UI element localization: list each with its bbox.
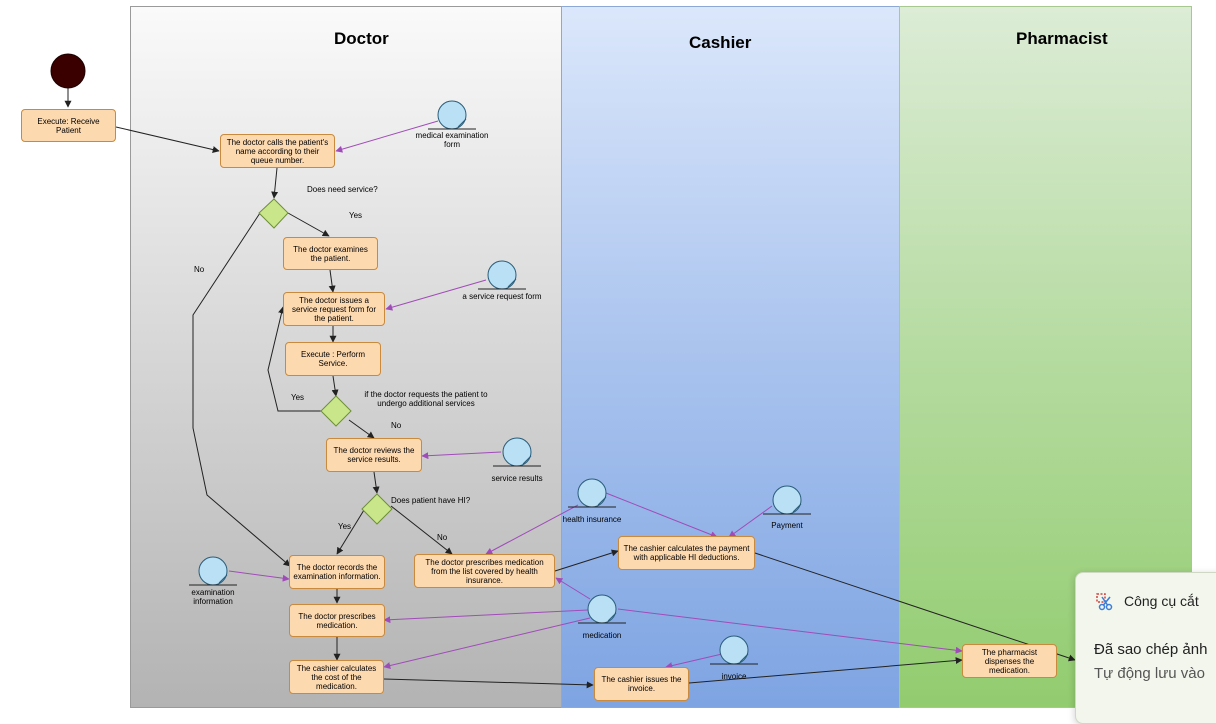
object-invoice-label: invoice xyxy=(721,672,747,681)
object-service-form-label: a service request form xyxy=(462,292,542,301)
edge-invoice-dispense xyxy=(688,657,963,684)
activity-review-results[interactable]: The doctor reviews the service results. xyxy=(326,438,422,472)
activity-record-examination[interactable]: The doctor records the examination infor… xyxy=(289,555,385,589)
objflow-med-prescribehi xyxy=(555,577,591,600)
edge-payment-dispense xyxy=(754,552,1076,662)
object-payment-icon xyxy=(772,485,802,515)
guard-yes-1: Yes xyxy=(349,211,363,220)
toast-title: Công cụ cắt xyxy=(1124,593,1199,609)
object-medication-label: medication xyxy=(582,631,622,640)
edge-decision3-record xyxy=(336,509,365,555)
objflow-serviceform-issue xyxy=(385,279,487,311)
activity-issue-service-request[interactable]: The doctor issues a service request form… xyxy=(283,292,385,326)
activity-examine-patient[interactable]: The doctor examines the patient. xyxy=(283,237,378,270)
edge-perform-decision2 xyxy=(331,375,339,397)
edge-examine-issue xyxy=(328,269,336,293)
activity-cashier-cost[interactable]: The cashier calculates the cost of the m… xyxy=(289,660,384,694)
objflow-hi-prescribehi xyxy=(485,504,579,555)
edge-call-decision1 xyxy=(271,167,279,199)
edge-receive-call xyxy=(115,126,220,153)
object-service-form-icon xyxy=(487,260,517,290)
objflow-med-dispense xyxy=(617,608,963,654)
activity-pharmacist-dispense[interactable]: The pharmacist dispenses the medication. xyxy=(962,644,1057,678)
activity-receive-patient[interactable]: Execute: Receive Patient xyxy=(21,109,116,142)
lane-cashier xyxy=(561,6,900,708)
object-service-results-icon xyxy=(502,437,532,467)
activity-perform-service[interactable]: Execute : Perform Service. xyxy=(285,342,381,376)
edge-decision2-issue xyxy=(267,306,321,412)
objflow-med-cost xyxy=(383,617,591,669)
activity-prescribe-medication[interactable]: The doctor prescribes medication. xyxy=(289,604,385,637)
scissors-icon xyxy=(1096,593,1113,611)
objflow-hi-payment xyxy=(605,492,718,538)
object-invoice-icon xyxy=(719,635,749,665)
object-medical-form-icon xyxy=(437,100,467,130)
decision-additional-services xyxy=(320,395,352,427)
edge-cost-invoice xyxy=(383,678,594,689)
edge-decision3-prescribehi xyxy=(390,505,453,555)
toast-subtext: Tự động lưu vào xyxy=(1094,665,1205,682)
guard-yes-2: Yes xyxy=(291,393,305,402)
object-service-results-label: service results xyxy=(491,474,543,483)
object-health-insurance-label: health insurance xyxy=(562,515,622,524)
lane-title-doctor: Doctor xyxy=(334,29,389,48)
decision-has-hi xyxy=(361,493,393,525)
lane-title-pharmacist: Pharmacist xyxy=(1016,29,1108,48)
activity-call-patient[interactable]: The doctor calls the patient's name acco… xyxy=(220,134,335,168)
object-medication-icon xyxy=(587,594,617,624)
objflow-examinfo-record xyxy=(228,570,290,582)
guard-no-1: No xyxy=(194,265,205,274)
objflow-medform-call xyxy=(335,120,439,153)
snipping-toast[interactable]: Công cụ cắt Đã sao chép ảnh Tự động lưu … xyxy=(1075,572,1216,724)
edge-decision1-examine xyxy=(287,212,330,237)
object-exam-info-label: examination information xyxy=(191,588,235,606)
edge-review-decision3 xyxy=(372,471,380,494)
edge-prescribehi-payment xyxy=(554,549,619,572)
activity-prescribe-hi-medication[interactable]: The doctor prescribes medication from th… xyxy=(414,554,555,588)
lane-title-cashier: Cashier xyxy=(689,33,752,52)
guard-no-2: No xyxy=(391,421,402,430)
object-health-insurance-icon xyxy=(577,478,607,508)
guard-has-hi: Does patient have HI? xyxy=(391,496,471,505)
guard-yes-3: Yes xyxy=(338,522,352,531)
guard-additional-services: if the doctor requests the patient to un… xyxy=(364,390,488,408)
objflow-results-review xyxy=(421,451,502,460)
objflow-payment-payment xyxy=(728,505,773,538)
start-node xyxy=(50,53,86,89)
edge-decision1-record xyxy=(192,212,291,567)
decision-need-service xyxy=(258,198,289,229)
objflow-med-prescribes xyxy=(383,609,589,624)
activity-cashier-payment[interactable]: The cashier calculates the payment with … xyxy=(618,536,755,570)
object-medical-form-label: medical examination form xyxy=(415,131,489,149)
object-exam-info-icon xyxy=(198,556,228,586)
activity-cashier-invoice[interactable]: The cashier issues the invoice. xyxy=(594,667,689,701)
toast-message: Đã sao chép ảnh xyxy=(1094,641,1208,658)
objflow-invoice-invoice xyxy=(665,653,723,669)
object-payment-label: Payment xyxy=(771,521,803,530)
guard-no-3: No xyxy=(437,533,448,542)
guard-need-service: Does need service? xyxy=(307,185,378,194)
edge-decision2-review xyxy=(348,419,375,439)
